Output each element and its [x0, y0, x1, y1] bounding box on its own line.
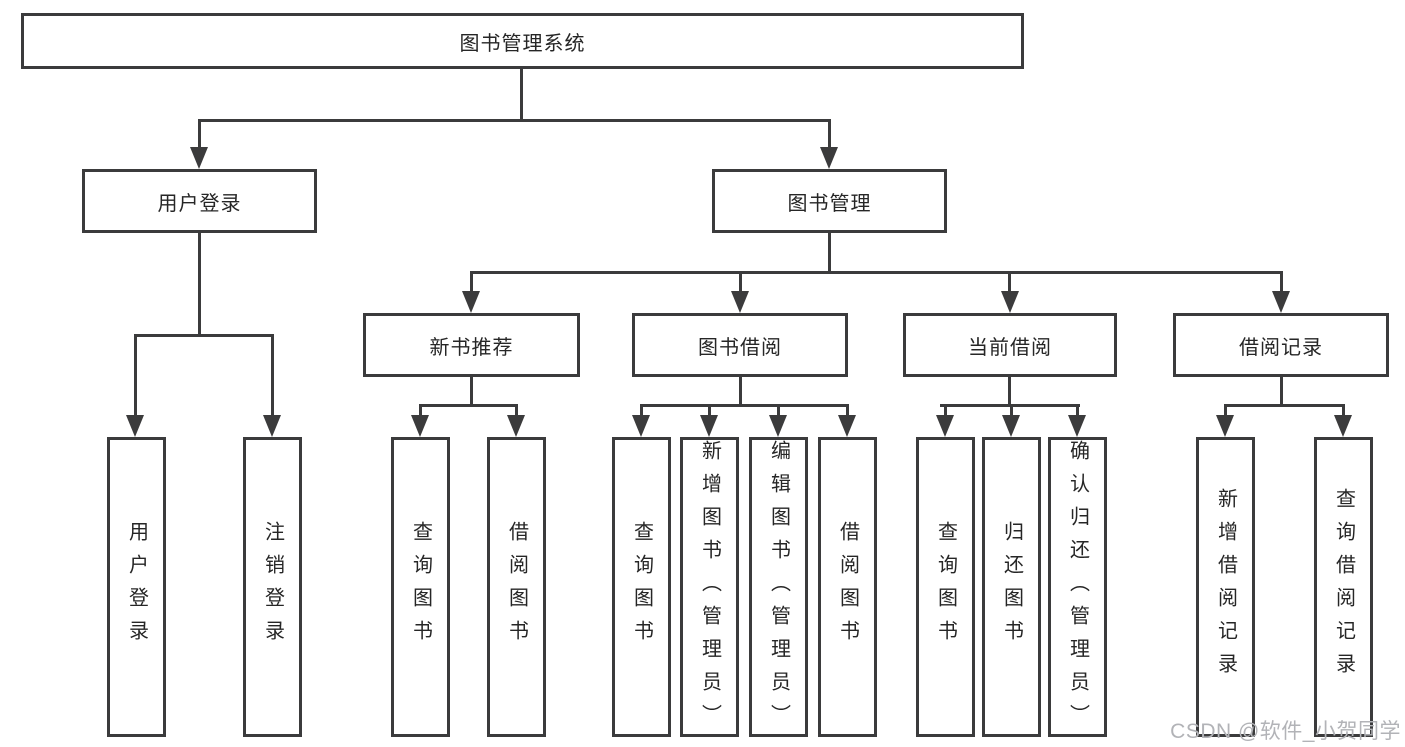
connector-current-drop — [1008, 377, 1011, 407]
arrowhead-down — [769, 415, 787, 437]
leaf-edit-books-admin: 编辑图书（管理员） — [749, 437, 808, 737]
leaf-confirm-return-admin: 确认归还（管理员） — [1048, 437, 1107, 737]
connector-book-mgmt-drop — [828, 233, 831, 274]
arrowhead-down — [507, 415, 525, 437]
connector-stem — [1342, 404, 1345, 419]
node-book-management: 图书管理 — [712, 169, 947, 233]
arrowhead-down — [820, 147, 838, 169]
arrowhead-down — [731, 291, 749, 313]
connector-recommend-rail — [419, 404, 518, 407]
connector-borrowing-drop — [739, 377, 742, 407]
leaf-add-borrow-record: 新增借阅记录 — [1196, 437, 1255, 737]
connector-records-drop — [1280, 377, 1283, 407]
connector-recommend-drop — [470, 377, 473, 407]
csdn-watermark: CSDN @软件_小贺同学 — [1170, 720, 1401, 743]
connector-borrowing-rail — [640, 404, 849, 407]
leaf-add-books-admin: 新增图书（管理员） — [680, 437, 739, 737]
connector-stem — [828, 119, 831, 153]
arrowhead-down — [700, 415, 718, 437]
connector-user-login-drop — [198, 233, 201, 337]
leaf-query-books-borrow: 查询图书 — [612, 437, 671, 737]
node-book-borrowing: 图书借阅 — [632, 313, 848, 377]
arrowhead-down — [126, 415, 144, 437]
arrowhead-down — [1272, 291, 1290, 313]
arrowhead-down — [190, 147, 208, 169]
connector-root-rail — [198, 119, 831, 122]
connector-root-drop — [520, 69, 523, 122]
arrowhead-down — [1216, 415, 1234, 437]
connector-stem — [739, 271, 742, 296]
arrowhead-down — [632, 415, 650, 437]
arrowhead-down — [1002, 415, 1020, 437]
connector-stem — [419, 404, 422, 419]
leaf-query-books-recommend: 查询图书 — [391, 437, 450, 737]
connector-stem — [944, 404, 947, 419]
arrowhead-down — [462, 291, 480, 313]
connector-stem — [470, 271, 473, 296]
leaf-user-login: 用户登录 — [107, 437, 166, 737]
connector-book-mgmt-rail — [470, 271, 1283, 274]
leaf-borrow-books: 借阅图书 — [818, 437, 877, 737]
connector-stem — [1280, 271, 1283, 296]
connector-stem — [134, 334, 137, 418]
node-new-book-recommendation: 新书推荐 — [363, 313, 580, 377]
node-user-login: 用户登录 — [82, 169, 317, 233]
connector-stem — [1076, 404, 1079, 419]
connector-stem — [1008, 271, 1011, 296]
leaf-borrow-books-recommend: 借阅图书 — [487, 437, 546, 737]
connector-stem — [515, 404, 518, 419]
leaf-logout: 注销登录 — [243, 437, 302, 737]
node-root: 图书管理系统 — [21, 13, 1024, 69]
connector-stem — [198, 119, 201, 153]
leaf-query-borrow-record: 查询借阅记录 — [1314, 437, 1373, 737]
node-current-borrowing: 当前借阅 — [903, 313, 1117, 377]
connector-user-login-rail — [134, 334, 274, 337]
node-borrowing-records: 借阅记录 — [1173, 313, 1389, 377]
connector-records-rail — [1224, 404, 1345, 407]
arrowhead-down — [263, 415, 281, 437]
connector-stem — [846, 404, 849, 419]
connector-stem — [708, 404, 711, 419]
arrowhead-down — [411, 415, 429, 437]
arrowhead-down — [1334, 415, 1352, 437]
arrowhead-down — [838, 415, 856, 437]
leaf-return-books: 归还图书 — [982, 437, 1041, 737]
connector-stem — [1224, 404, 1227, 419]
leaf-query-books-current: 查询图书 — [916, 437, 975, 737]
connector-stem — [777, 404, 780, 419]
arrowhead-down — [1001, 291, 1019, 313]
arrowhead-down — [1068, 415, 1086, 437]
arrowhead-down — [936, 415, 954, 437]
connector-stem — [271, 334, 274, 418]
connector-stem — [1010, 404, 1013, 419]
connector-stem — [640, 404, 643, 419]
